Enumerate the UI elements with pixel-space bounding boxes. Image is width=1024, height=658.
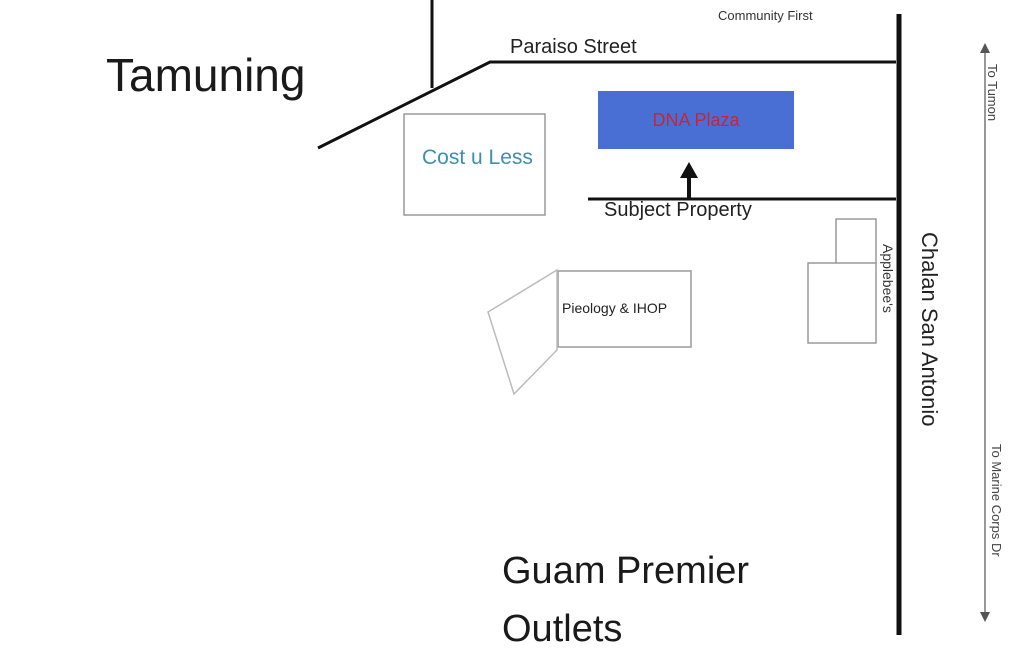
pieology-ihop-building xyxy=(557,270,692,348)
cost-u-less-building xyxy=(403,113,546,216)
area-label-tamuning: Tamuning xyxy=(106,49,306,101)
cost-u-less-label: Cost u Less xyxy=(422,146,533,169)
area-label-outlets: Guam Premier Outlets xyxy=(502,550,750,650)
subject-property-label: Subject Property xyxy=(604,199,752,221)
poi-label-community-first: Community First xyxy=(718,8,813,23)
dna-plaza-building xyxy=(598,91,794,149)
paraiso-street-road xyxy=(317,60,896,150)
street-label-chalan-san-antonio: Chalan San Antonio xyxy=(917,232,942,427)
arrow-up-icon xyxy=(980,43,990,53)
pieology-ihop-label: Pieology & IHOP xyxy=(562,300,668,316)
applebees-building xyxy=(807,262,877,344)
applebees-building-small xyxy=(835,218,877,265)
subject-arrow-icon xyxy=(680,162,698,178)
street-label-paraiso: Paraiso Street xyxy=(510,36,637,58)
direction-label-marine-corps: To Marine Corps Dr xyxy=(989,444,1004,557)
pieology-annex-building xyxy=(487,268,558,396)
dna-plaza-label: DNA Plaza xyxy=(652,110,740,130)
arrow-down-icon xyxy=(980,612,990,622)
applebees-label: Applebee's xyxy=(880,244,896,313)
direction-label-tumon: To Tumon xyxy=(985,64,1000,122)
